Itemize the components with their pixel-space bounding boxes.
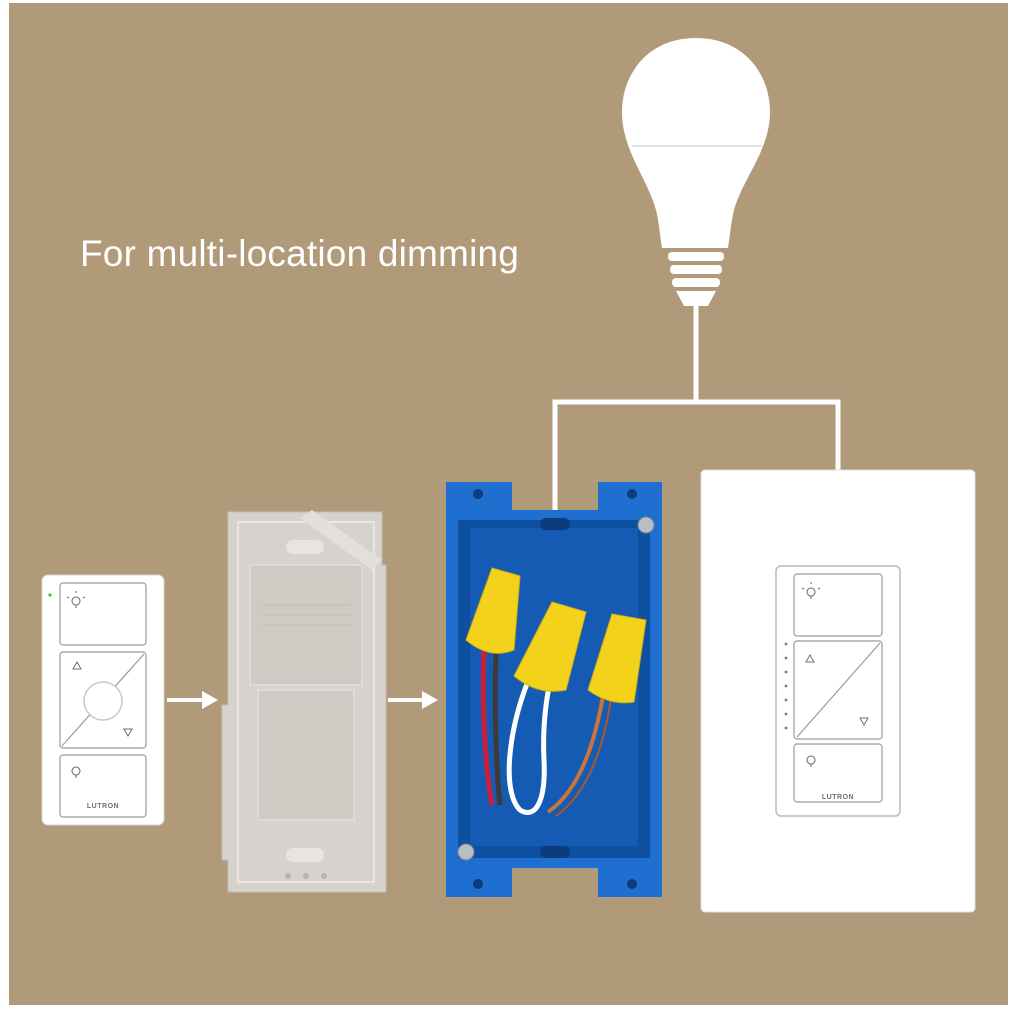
- dimmer-brand-label: LUTRON: [822, 794, 854, 801]
- raise-arrow-icon: [805, 653, 815, 663]
- page-title: For multi-location dimming: [80, 233, 520, 274]
- light-on-icon: [66, 591, 86, 608]
- pico-remote: LUTRON: [41, 574, 165, 826]
- level-indicator-leds: [784, 642, 788, 730]
- dimmer-control-icon: [59, 651, 147, 749]
- wiring-lines: [552, 306, 841, 512]
- wire-nut-icon: [513, 601, 587, 692]
- wire-nut-icon: [465, 567, 521, 654]
- wallbox-adapter: [221, 510, 387, 893]
- light-bulb-icon: [622, 38, 770, 306]
- light-off-icon: [806, 755, 816, 767]
- lower-arrow-icon: [859, 717, 869, 727]
- wire-nut-icon: [587, 613, 647, 704]
- light-on-icon: [801, 582, 821, 599]
- arrow-right-icon: [167, 691, 218, 709]
- wall-dimmer: LUTRON: [700, 469, 976, 913]
- light-off-icon: [71, 766, 81, 778]
- junction-box: [446, 482, 662, 897]
- pico-brand-label: LUTRON: [87, 803, 119, 810]
- arrow-right-icon: [388, 691, 438, 709]
